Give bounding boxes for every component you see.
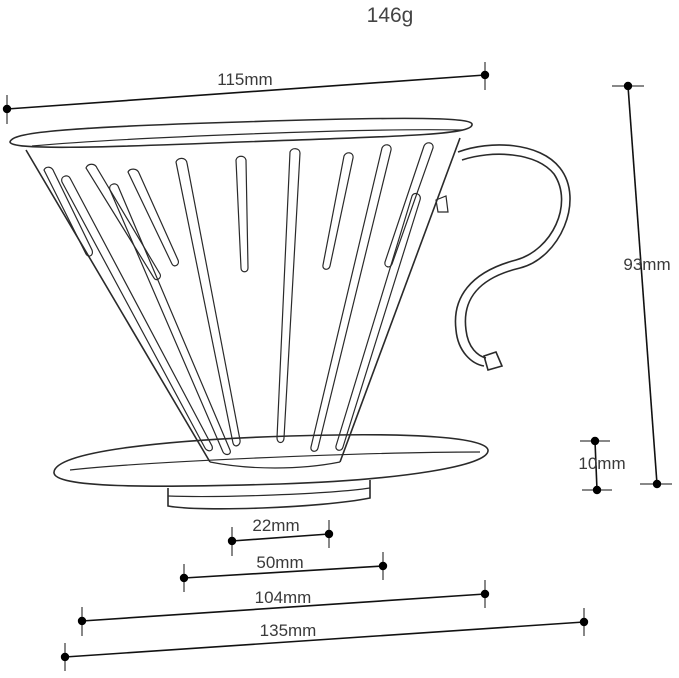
height-label: 93mm bbox=[623, 255, 670, 274]
plate-outer-label: 135mm bbox=[260, 621, 317, 640]
dimension-bottom: 50mm bbox=[179, 552, 388, 592]
base-height-label: 10mm bbox=[578, 454, 625, 473]
hole-label: 22mm bbox=[252, 516, 299, 535]
dimension-plate-inner: 104mm bbox=[77, 580, 490, 636]
dimension-height: 93mm bbox=[612, 81, 672, 489]
bottom-label: 50mm bbox=[256, 553, 303, 572]
top-width-label: 115mm bbox=[217, 70, 272, 89]
weight-label: 146g bbox=[367, 4, 414, 27]
dimension-base-height: 10mm bbox=[578, 436, 626, 495]
plate-inner-label: 104mm bbox=[255, 588, 312, 607]
dimension-top-width: 115mm bbox=[2, 62, 490, 124]
cone-ribs bbox=[43, 142, 434, 456]
dimension-plate-outer: 135mm bbox=[60, 608, 589, 671]
dripper-illustration bbox=[9, 117, 571, 510]
dimension-hole: 22mm bbox=[227, 516, 334, 556]
